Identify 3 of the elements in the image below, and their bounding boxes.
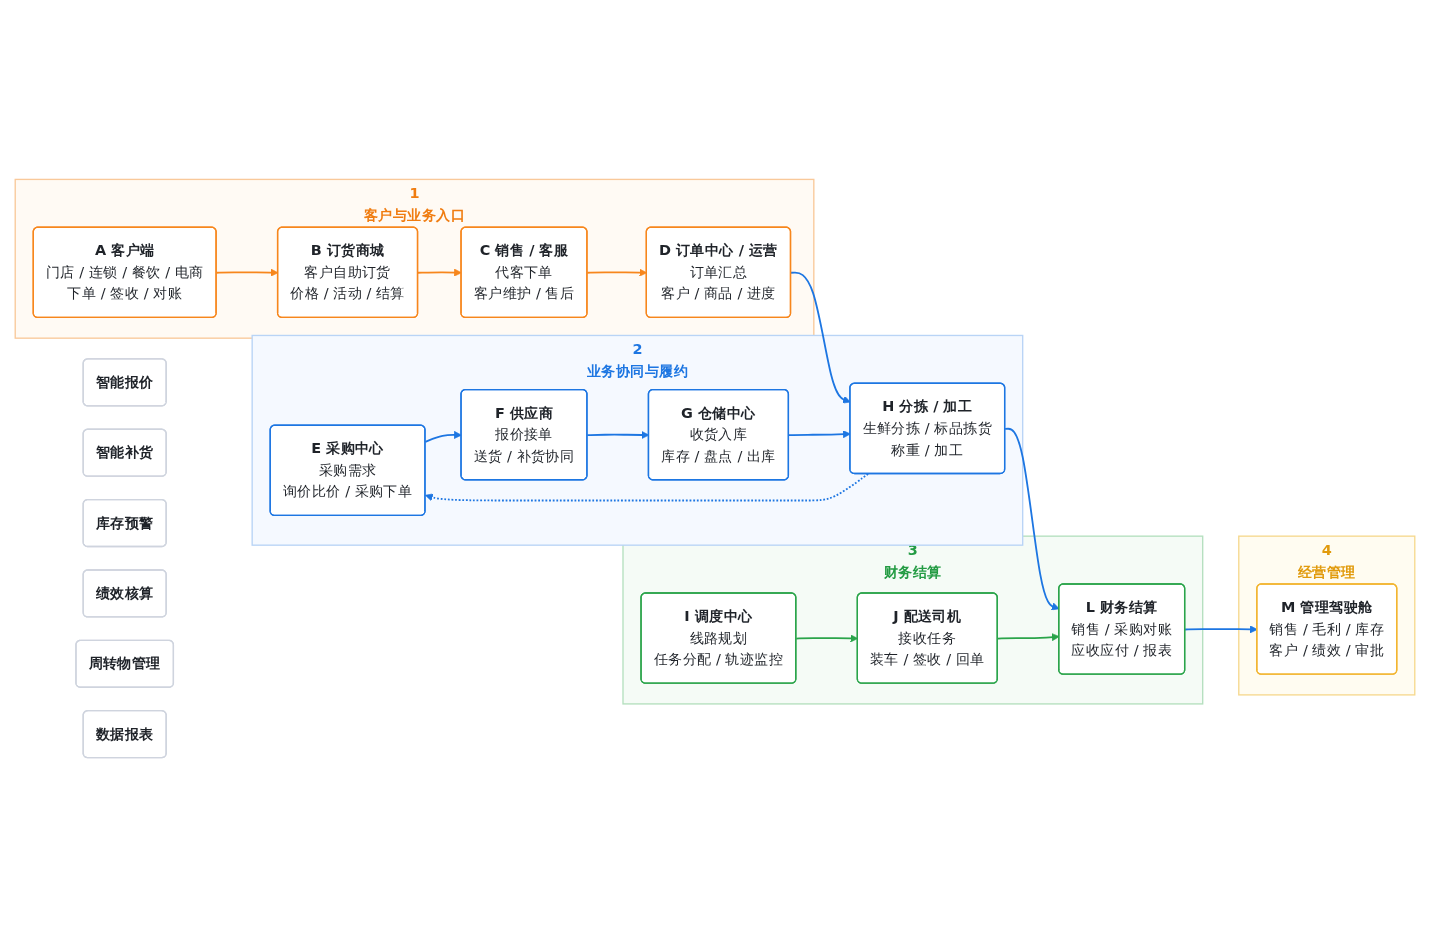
arrow xyxy=(425,473,869,502)
arrow xyxy=(417,268,462,277)
arrow xyxy=(424,431,462,443)
